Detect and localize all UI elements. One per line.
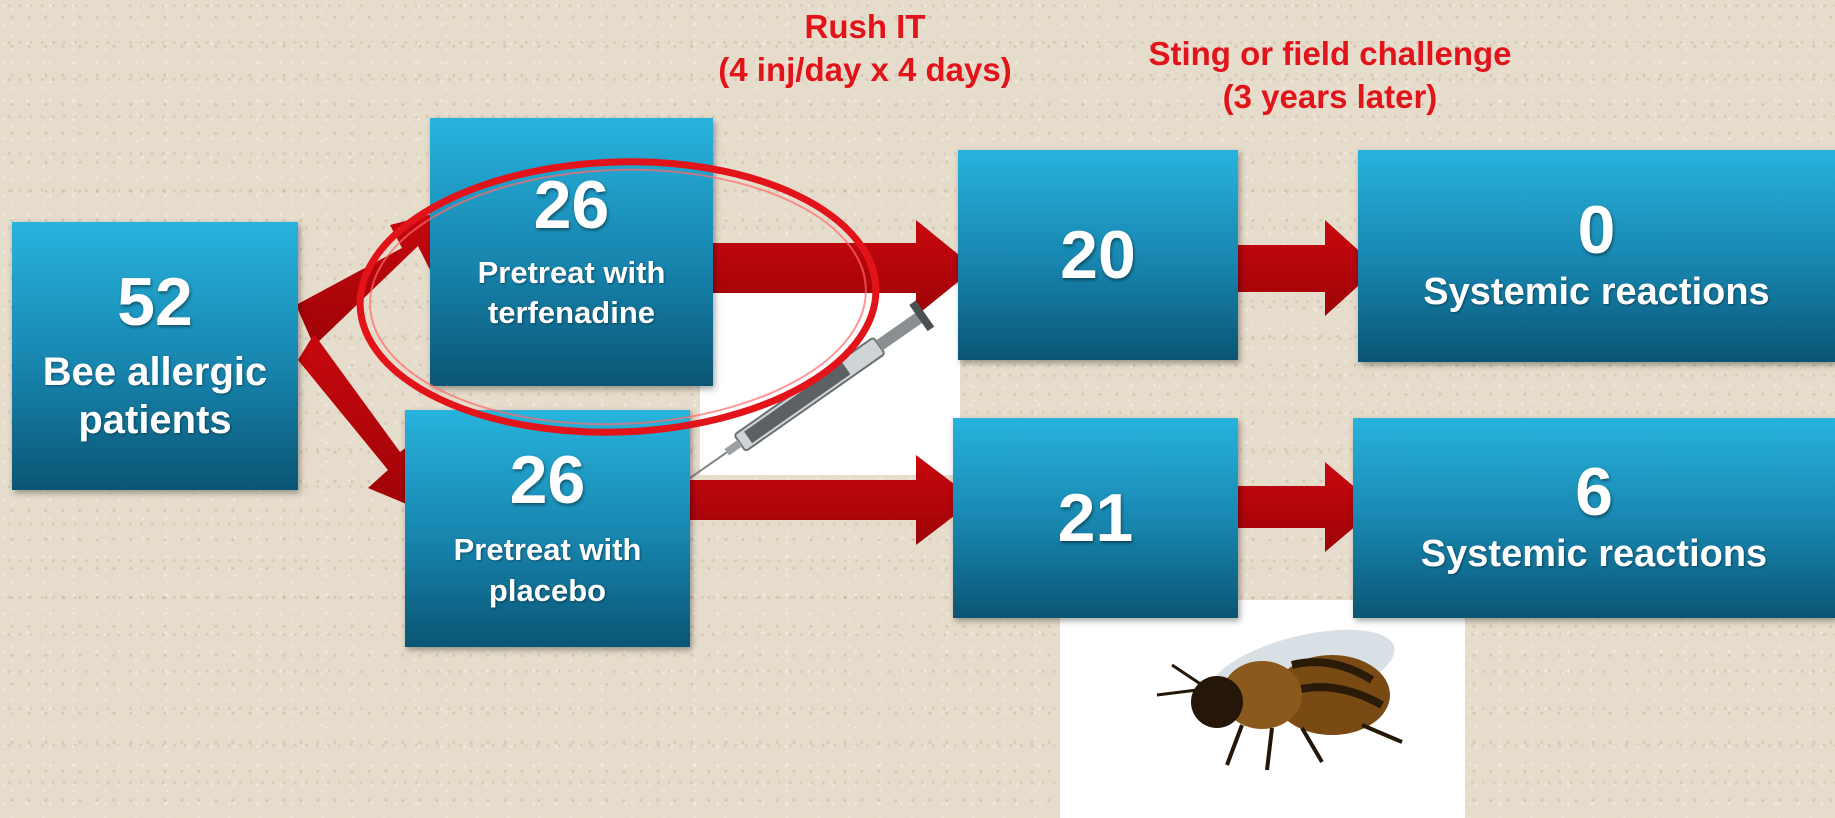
challenge-title: Sting or field challenge	[1070, 33, 1590, 76]
rush-it-title: Rush IT	[660, 6, 1070, 49]
terfenadine-highlight-ellipse	[355, 153, 880, 441]
rush-it-detail: (4 inj/day x 4 days)	[660, 49, 1070, 92]
rush-it-header: Rush IT (4 inj/day x 4 days)	[660, 6, 1070, 92]
challenge-header: Sting or field challenge (3 years later)	[1070, 33, 1590, 119]
challenge-detail: (3 years later)	[1070, 76, 1590, 119]
